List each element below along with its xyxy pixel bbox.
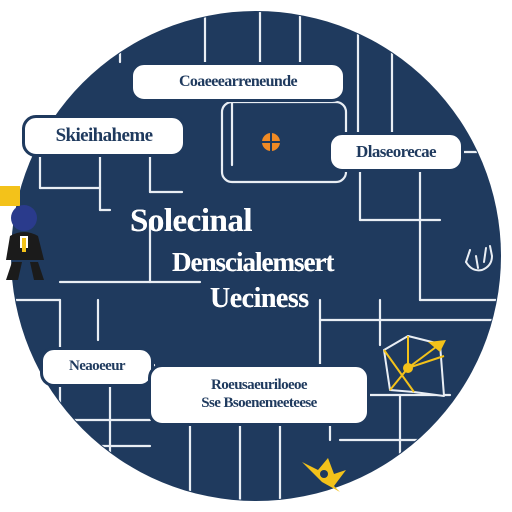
- lower-center-node-label-line1: Roeusaeuriloeoe: [211, 377, 308, 394]
- crosshair-icon: [261, 132, 281, 152]
- network-map-icon: [383, 335, 446, 397]
- business-person-icon: [0, 186, 44, 280]
- title-line-2: Denscialemsert: [172, 247, 334, 277]
- left-node-box: Skieihaheme: [22, 115, 186, 157]
- right-node-label: Dlaseorecae: [356, 142, 437, 162]
- lower-center-node-label-line2: Sse Bsoenemeeteese: [201, 395, 317, 411]
- lower-left-node-label: Neaoeeur: [68, 358, 126, 375]
- top-node-box: Coaeeearreneunde: [130, 62, 346, 102]
- gear-icon: [302, 458, 346, 492]
- top-node-label: Coaeeearreneunde: [178, 72, 298, 90]
- left-node-label: Skieihaheme: [55, 125, 153, 147]
- pointing-hand-icon: [465, 245, 493, 272]
- right-node-box: Dlaseorecae: [328, 132, 464, 172]
- lower-left-node-box: Neaoeeur: [40, 347, 154, 387]
- lower-center-node-box: Roeusaeuriloeoe Sse Bsoenemeeteese: [148, 364, 370, 426]
- title-line-1: Solecinal: [130, 203, 253, 239]
- title-line-3: Ueciness: [210, 283, 309, 314]
